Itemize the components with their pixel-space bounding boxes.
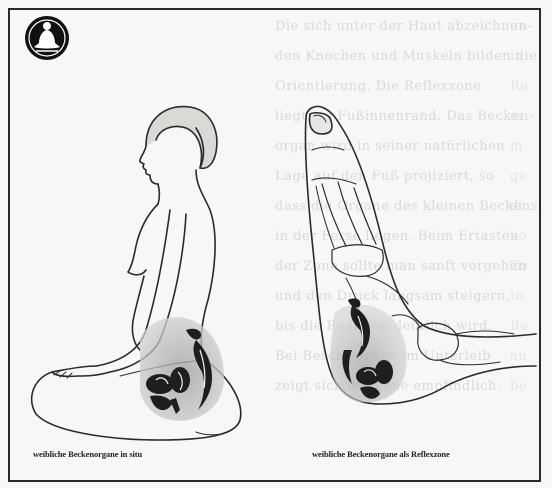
caption-reflex-zone: weibliche Beckenorgane als Reflexzone [312, 449, 450, 459]
caption-in-situ: weibliche Beckenorgane in situ [33, 449, 142, 459]
